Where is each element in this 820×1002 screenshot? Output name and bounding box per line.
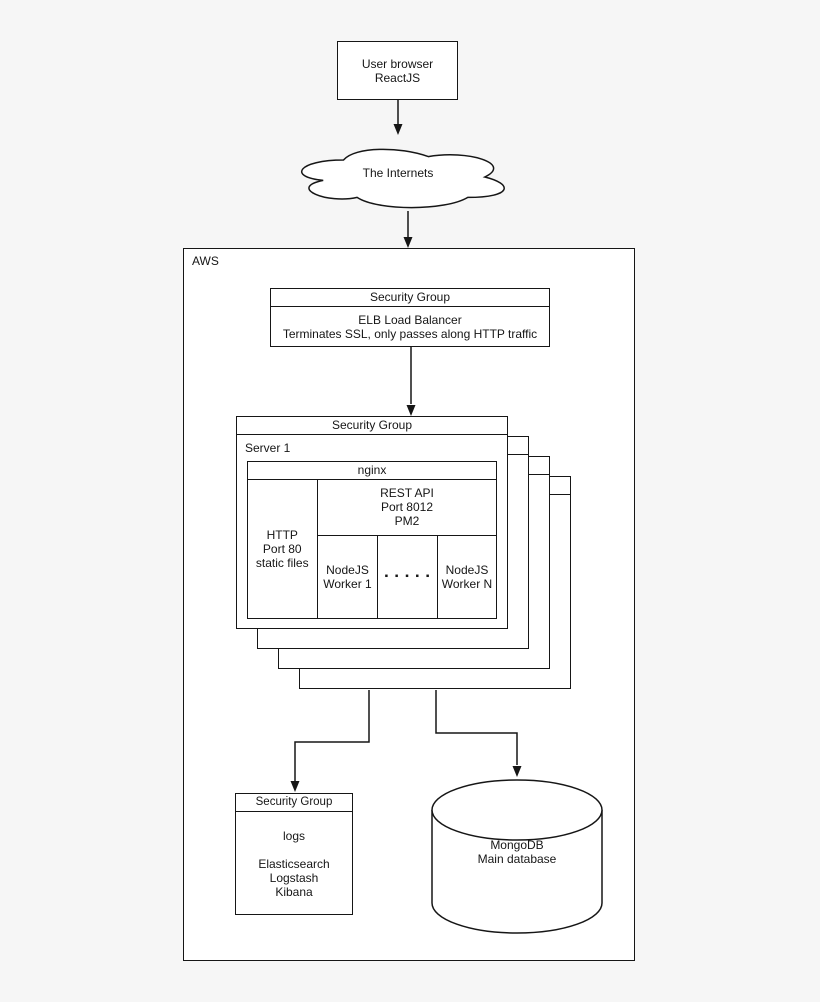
- http-cell-line3: static files: [255, 556, 309, 570]
- logs-item-logstash: Logstash: [269, 871, 319, 885]
- rest-api-line1: REST API: [380, 486, 434, 501]
- nodejs-worker-1-cell: NodeJS Worker 1: [318, 536, 378, 618]
- worker-1-line2: Worker 1: [323, 577, 372, 591]
- nginx-box: nginx HTTP Port 80 static files REST API…: [247, 461, 497, 619]
- worker-ellipsis-dots: ▪ ▪ ▪ ▪ ▪: [384, 571, 432, 582]
- connector-servers-to-logs: [294, 690, 370, 781]
- internet-cloud-label: The Internets: [362, 166, 434, 180]
- elb-security-group-box: Security Group ELB Load Balancer Termina…: [270, 288, 550, 347]
- http-cell-line2: Port 80: [262, 542, 302, 556]
- elb-label-line2: Terminates SSL, only passes along HTTP t…: [282, 326, 538, 341]
- arrowhead-servers-to-mongo: [512, 766, 522, 777]
- worker-1-line1: NodeJS: [326, 563, 369, 577]
- arrowhead-elb-to-servers: [406, 405, 416, 416]
- user-browser-box: User browser ReactJS: [337, 41, 458, 100]
- http-cell-line1: HTTP: [266, 528, 298, 542]
- http-static-cell: HTTP Port 80 static files: [248, 480, 318, 618]
- mongodb-label-line2: Main database: [477, 852, 557, 866]
- arrowhead-servers-to-logs: [290, 781, 300, 792]
- elb-security-group-header: Security Group: [271, 289, 549, 307]
- nginx-header: nginx: [248, 462, 496, 480]
- arrowhead-internet-to-aws: [403, 237, 413, 248]
- connector-servers-to-mongo: [435, 690, 518, 765]
- rest-api-line3: PM2: [394, 514, 420, 529]
- rest-api-line2: Port 8012: [380, 500, 434, 515]
- logs-security-group-box: Security Group logs Elasticsearch Logsta…: [235, 793, 353, 915]
- logs-title: logs: [282, 829, 305, 843]
- rest-api-cell: REST API Port 8012 PM2: [318, 480, 496, 536]
- logs-item-kibana: Kibana: [275, 885, 313, 899]
- worker-n-line2: Worker N: [441, 577, 493, 591]
- internet-cloud-shape: [301, 148, 505, 209]
- mongodb-label-line1: MongoDB: [490, 838, 544, 852]
- logs-item-elasticsearch: Elasticsearch: [258, 857, 330, 871]
- server-security-group-box: Security Group Server 1 nginx HTTP Port …: [236, 416, 508, 629]
- server-1-label: Server 1: [245, 441, 291, 455]
- aws-label: AWS: [192, 254, 219, 268]
- mongodb-label: MongoDB Main database: [432, 838, 602, 866]
- server-security-group-header: Security Group: [237, 417, 507, 435]
- mongodb-cylinder-shape: [431, 779, 603, 934]
- arrowhead-browser-to-internet: [393, 124, 403, 135]
- worker-n-line1: NodeJS: [445, 563, 489, 577]
- logs-security-group-header: Security Group: [236, 794, 352, 812]
- nodejs-worker-n-cell: NodeJS Worker N: [437, 536, 496, 618]
- elb-label-line1: ELB Load Balancer: [358, 312, 462, 327]
- user-browser-label-line1: User browser: [361, 56, 434, 71]
- user-browser-label-line2: ReactJS: [374, 70, 421, 85]
